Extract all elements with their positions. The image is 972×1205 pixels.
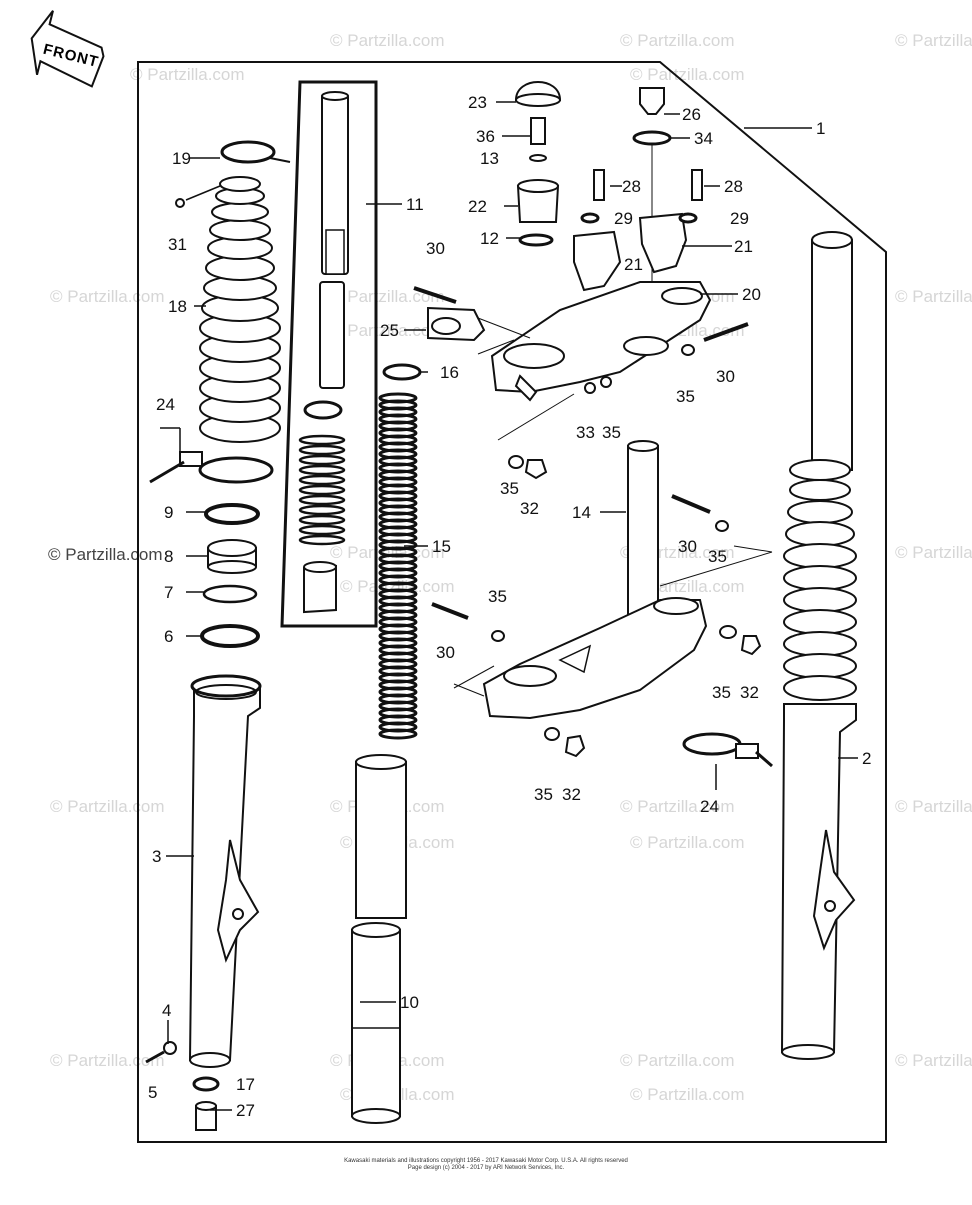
callout-15[interactable]: 15 [432,537,451,556]
watermark: © Partzilla.com [895,797,972,816]
callout-30[interactable]: 30 [716,367,735,386]
callout-30[interactable]: 30 [436,643,455,662]
watermark: © Partzilla.com [895,1051,972,1070]
steering-stem-lower-bracket [431,440,773,758]
watermark: © Partzilla.com [330,287,445,306]
steering-stem-top-parts [514,81,562,247]
callout-13[interactable]: 13 [480,149,499,168]
watermark: © Partzilla.com [620,1051,735,1070]
callout-17[interactable]: 17 [236,1075,255,1094]
fork-boot-left [199,140,291,443]
watermark: © Partzilla.com [330,31,445,50]
callout-35[interactable]: 35 [488,587,507,606]
callout-21[interactable]: 21 [624,255,643,274]
fork-spring [378,363,422,740]
callout-20[interactable]: 20 [742,285,761,304]
callout-35[interactable]: 35 [602,423,621,442]
callout-35[interactable]: 35 [534,785,553,804]
callout-19[interactable]: 19 [172,149,191,168]
watermark: © Partzilla.com [48,545,163,564]
fork-inner-kit [280,80,378,628]
watermark: © Partzilla.com [620,31,735,50]
front-arrow-icon: FRONT [30,10,105,88]
watermark: © Partzilla.com [630,1085,745,1104]
callout-10[interactable]: 10 [400,993,419,1012]
callout-18[interactable]: 18 [168,297,187,316]
watermark: © Partzilla.com [50,797,165,816]
watermark: © Partzilla.com [620,797,735,816]
watermark: © Partzilla.com [895,31,972,50]
callout-35[interactable]: 35 [500,479,519,498]
callout-2[interactable]: 2 [862,749,871,768]
callout-35[interactable]: 35 [708,547,727,566]
watermark: © Partzilla.com [330,321,445,340]
callout-29[interactable]: 29 [730,209,749,228]
callout-7[interactable]: 7 [164,583,173,602]
callout-30[interactable]: 30 [678,537,697,556]
diagram-frame [137,61,887,1143]
seal-stack [200,503,260,648]
boot-clamp-left [149,451,274,484]
callout-30[interactable]: 30 [426,239,445,258]
callout-33[interactable]: 33 [576,423,595,442]
callout-28[interactable]: 28 [622,177,641,196]
callout-35[interactable]: 35 [712,683,731,702]
callout-16[interactable]: 16 [440,363,459,382]
leader-lines [160,101,858,1111]
watermark: © Partzilla.com [50,287,165,306]
damper-rod [351,754,407,1124]
watermark: © Partzilla.com [895,543,972,562]
callout-21[interactable]: 21 [734,237,753,256]
watermark: © Partzilla.com [630,65,745,84]
callout-4[interactable]: 4 [162,1001,171,1020]
callout-32[interactable]: 32 [562,785,581,804]
callout-5[interactable]: 5 [148,1083,157,1102]
callout-11[interactable]: 11 [406,195,424,214]
upper-triple-clamp [413,281,749,441]
watermark: © Partzilla.com [895,287,972,306]
handlebar-holders [573,169,703,292]
callout-9[interactable]: 9 [164,503,173,522]
callout-29[interactable]: 29 [614,209,633,228]
copyright-line: Kawasaki materials and illustrations cop… [344,1158,628,1164]
callout-12[interactable]: 12 [480,229,499,248]
callout-14[interactable]: 14 [572,503,591,522]
callout-25[interactable]: 25 [380,321,399,340]
callout-35[interactable]: 35 [676,387,695,406]
callout-31[interactable]: 31 [168,235,187,254]
callout-23[interactable]: 23 [468,93,487,112]
callout-36[interactable]: 36 [476,127,495,146]
callout-3[interactable]: 3 [152,847,161,866]
watermark: © Partzilla.com [50,1051,165,1070]
callout-1[interactable]: 1 [816,119,825,138]
spring-coil [378,728,418,740]
callout-24[interactable]: 24 [156,395,175,414]
callout-34[interactable]: 34 [694,129,713,148]
watermark: © Partzilla.com [130,65,245,84]
callout-28[interactable]: 28 [724,177,743,196]
small-hardware [145,185,221,1131]
callout-27[interactable]: 27 [236,1101,255,1120]
callout-22[interactable]: 22 [468,197,487,216]
callout-6[interactable]: 6 [164,627,173,646]
callout-32[interactable]: 32 [740,683,759,702]
callout-8[interactable]: 8 [164,547,173,566]
callout-32[interactable]: 32 [520,499,539,518]
watermark: © Partzilla.com [340,577,455,596]
callout-24[interactable]: 24 [700,797,719,816]
callout-26[interactable]: 26 [682,105,701,124]
page-design-line: Page design (c) 2004 - 2017 by ARI Netwo… [407,1165,565,1171]
fork-assembly-right [682,231,857,1060]
outer-tube-left [188,674,262,1068]
watermark: © Partzilla.com [630,833,745,852]
callout-labels: 1 2 3 4 5 6 7 8 9 10 11 12 13 14 15 16 1… [148,93,871,1120]
